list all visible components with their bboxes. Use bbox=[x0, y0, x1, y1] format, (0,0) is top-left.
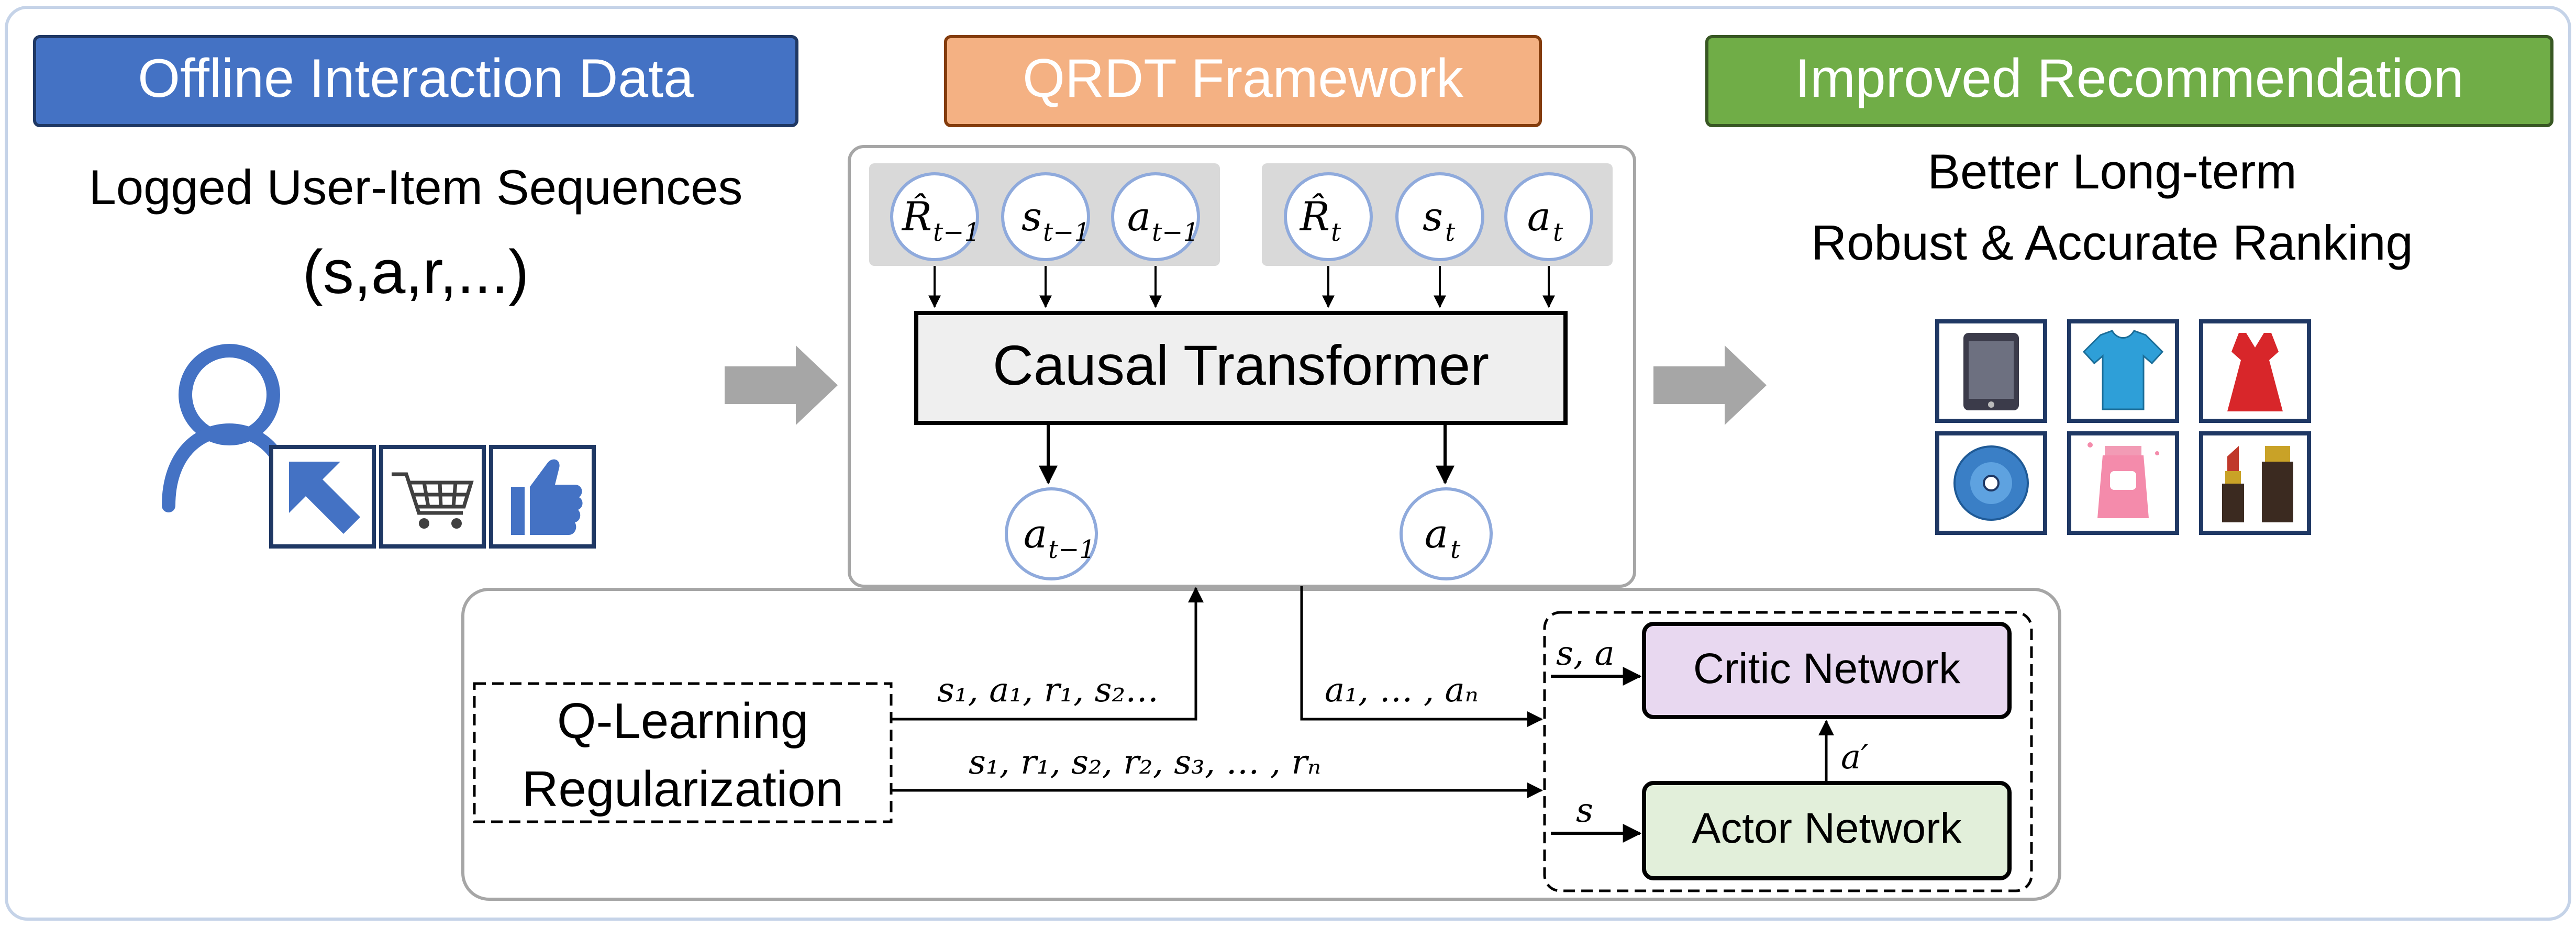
input-node-action-curr: a t bbox=[1504, 172, 1593, 261]
tablet-icon bbox=[1935, 319, 2047, 423]
input-node-state-curr: s t bbox=[1395, 172, 1484, 261]
critic-input-label: s, a bbox=[1556, 634, 1615, 673]
svg-text:t: t bbox=[1445, 218, 1456, 247]
sequence-bottom-label: s₁, r₁, s₂, r₂, s₃, … , rₙ bbox=[969, 743, 1321, 782]
sequence-mid-label: a₁, … , aₙ bbox=[1325, 671, 1479, 710]
svg-text:a: a bbox=[1425, 510, 1448, 557]
svg-text:s: s bbox=[1423, 193, 1443, 240]
tshirt-icon bbox=[2067, 319, 2179, 423]
output-node-action-prev: a t−1 bbox=[1005, 487, 1098, 580]
critic-network-label: Critic Network bbox=[1693, 645, 1961, 692]
qlearning-label-line1: Q-Learning bbox=[557, 693, 808, 749]
left-subtitle: Logged User-Item Sequences bbox=[89, 160, 743, 215]
svg-text:t: t bbox=[1553, 218, 1563, 247]
input-node-return-curr: R̂ t bbox=[1284, 172, 1373, 261]
right-text-line2: Robust & Accurate Ranking bbox=[1811, 215, 2413, 270]
right-text-line1: Better Long-term bbox=[1927, 144, 2296, 199]
svg-text:t−1: t−1 bbox=[933, 218, 980, 247]
svg-text:a: a bbox=[1127, 193, 1151, 240]
actor-output-label: a′ bbox=[1841, 738, 1869, 777]
left-tuple: (s,a,r,...) bbox=[303, 238, 529, 307]
critic-network-box: Critic Network bbox=[1642, 622, 2012, 719]
dress-icon bbox=[2199, 319, 2311, 423]
flow-arrow-left bbox=[725, 345, 838, 425]
qlearning-label-line2: Regularization bbox=[522, 761, 843, 817]
output-node-action-curr: a t bbox=[1400, 487, 1493, 580]
section-title-improved: Improved Recommendation bbox=[1795, 48, 2464, 109]
input-node-return-prev: R̂ t−1 bbox=[890, 172, 980, 261]
sequence-top-label: s₁, a₁, r₁, s₂… bbox=[937, 671, 1159, 710]
svg-text:R̂: R̂ bbox=[1299, 193, 1330, 240]
svg-text:t−1: t−1 bbox=[1043, 218, 1090, 247]
svg-text:t: t bbox=[1450, 535, 1461, 564]
svg-text:t−1: t−1 bbox=[1048, 535, 1095, 564]
svg-text:t−1: t−1 bbox=[1152, 218, 1199, 247]
svg-text:a: a bbox=[1527, 193, 1551, 240]
thumbs-up-icon bbox=[489, 445, 596, 549]
transformer-input-arrows bbox=[928, 266, 1555, 308]
svg-text:a: a bbox=[1024, 510, 1047, 557]
cosmetic-tube-icon bbox=[2067, 431, 2179, 535]
section-header-qrdt: QRDT Framework bbox=[944, 35, 1542, 127]
actor-input-label: s bbox=[1576, 791, 1593, 830]
input-node-state-prev: s t−1 bbox=[1001, 172, 1090, 261]
input-node-action-prev: a t−1 bbox=[1111, 172, 1200, 261]
svg-text:R̂: R̂ bbox=[901, 193, 932, 240]
svg-text:t: t bbox=[1331, 218, 1341, 247]
actor-network-label: Actor Network bbox=[1692, 804, 1962, 852]
lipstick-icon bbox=[2199, 431, 2311, 535]
disc-icon bbox=[1935, 431, 2047, 535]
causal-transformer-block: Causal Transformer bbox=[914, 311, 1568, 425]
transformer-actions-arrow bbox=[1300, 586, 1543, 727]
cursor-click-icon bbox=[269, 445, 376, 549]
transformer-output-arrows bbox=[1039, 424, 1454, 485]
section-header-improved: Improved Recommendation bbox=[1705, 35, 2553, 127]
svg-text:s: s bbox=[1021, 193, 1042, 240]
section-header-offline-data: Offline Interaction Data bbox=[33, 35, 798, 127]
section-title-qrdt: QRDT Framework bbox=[1023, 48, 1464, 109]
shopping-cart-icon bbox=[379, 445, 486, 549]
section-title-offline: Offline Interaction Data bbox=[138, 48, 694, 109]
qlearning-to-transformer-arrow bbox=[891, 587, 1204, 721]
qlearning-regularization-box: Q-Learning Regularization bbox=[473, 682, 893, 823]
flow-arrow-right bbox=[1653, 345, 1767, 425]
actor-network-box: Actor Network bbox=[1642, 781, 2012, 880]
causal-transformer-label: Causal Transformer bbox=[993, 333, 1489, 397]
